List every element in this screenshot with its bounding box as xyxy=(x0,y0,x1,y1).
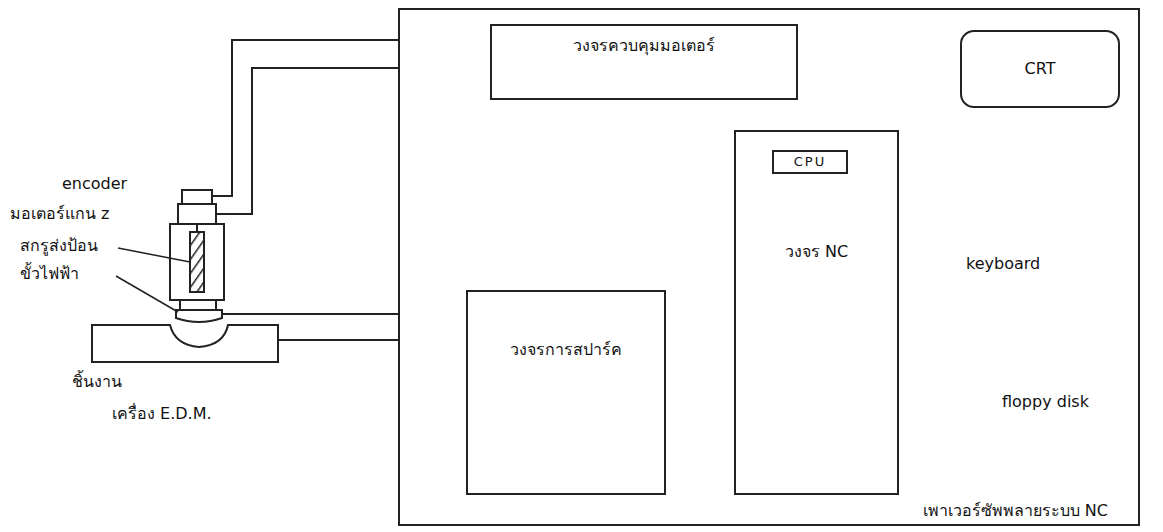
device-label: floppy disk xyxy=(1000,392,1091,411)
feed-screw xyxy=(190,232,204,292)
crt-screen: CRT xyxy=(960,30,1120,108)
leader-line xyxy=(116,276,178,312)
feed-screw-label: สกรูส่งป้อน xyxy=(18,236,100,255)
node-text: วงจรควบคุมมอเตอร์ xyxy=(573,36,715,55)
node-text: CRT xyxy=(1025,59,1056,78)
motor-control-box: วงจรควบคุมมอเตอร์ xyxy=(490,24,798,100)
node-text: วงจรการสปาร์ค xyxy=(510,340,622,359)
node-text: เพาเวอร์ซัพพลายระบบ NC xyxy=(923,501,1108,520)
encoder xyxy=(182,190,212,204)
node-text: CPU xyxy=(794,154,826,170)
workpiece xyxy=(92,325,278,362)
electrode-label: ขั้วไฟฟ้า xyxy=(18,264,81,283)
encoder-label: encoder xyxy=(60,174,129,193)
electrode-holder xyxy=(180,300,216,310)
electrode xyxy=(176,310,222,322)
ram-column xyxy=(170,224,224,300)
node-text: วงจร NC xyxy=(785,242,848,261)
machine-label: เครื่อง E.D.M. xyxy=(110,404,214,423)
motor-label: มอเตอร์แกน z xyxy=(8,204,111,223)
device-label: keyboard xyxy=(964,254,1042,273)
cpu-chip: CPU xyxy=(772,150,848,174)
z-axis-motor xyxy=(178,204,216,224)
spark-circuit-box: วงจรการสปาร์ค xyxy=(466,290,666,495)
leader-line xyxy=(118,248,190,262)
workpiece-label: ชิ้นงาน xyxy=(70,372,124,391)
nc-circuit-box: วงจร NC CPU xyxy=(734,130,899,495)
